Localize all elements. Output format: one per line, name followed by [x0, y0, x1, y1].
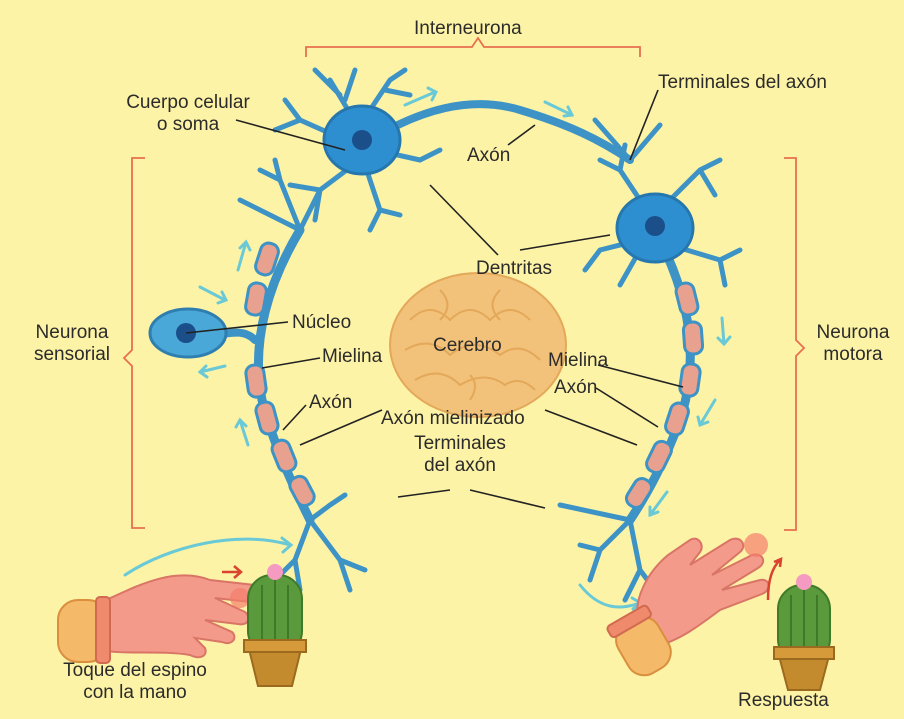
dentritas-label: Dentritas	[476, 258, 552, 280]
neurona-motora-line2: motora	[808, 344, 898, 366]
axon-top-label: Axón	[467, 145, 510, 167]
neurona-sensorial-label: Neurona sensorial	[22, 322, 122, 366]
toque-line2: con la mano	[40, 682, 230, 704]
neurona-sensorial-line2: sensorial	[22, 344, 122, 366]
neurona-motora-label: Neurona motora	[808, 322, 898, 366]
mielina-left-label: Mielina	[322, 346, 382, 368]
cuerpo-celular-line1: Cuerpo celular	[118, 92, 258, 114]
axon-mielinizado-label: Axón mielinizado	[381, 408, 525, 430]
respuesta-label: Respuesta	[738, 690, 829, 712]
cuerpo-celular-line2: o soma	[118, 114, 258, 136]
left-hand-icon	[58, 566, 260, 663]
terminales-axon-bottom-label: Terminales del axón	[405, 433, 515, 477]
nucleo-label: Núcleo	[292, 312, 351, 334]
neurona-motora-line1: Neurona	[808, 322, 898, 344]
toque-label: Toque del espino con la mano	[40, 660, 230, 704]
motora-bracket	[784, 158, 804, 530]
cerebro-label: Cerebro	[433, 335, 502, 357]
terminales-axon-bottom-line2: del axón	[405, 455, 515, 477]
axon-right-label: Axón	[554, 377, 597, 399]
interneurona-label: Interneurona	[414, 18, 522, 40]
sensorial-bracket	[124, 158, 145, 528]
terminales-axon-bottom-line1: Terminales	[405, 433, 515, 455]
cuerpo-celular-label: Cuerpo celular o soma	[118, 92, 258, 136]
neurona-sensorial-line1: Neurona	[22, 322, 122, 344]
right-cactus-icon	[774, 574, 834, 690]
mielina-right-label: Mielina	[548, 350, 608, 372]
right-hand-icon	[606, 533, 781, 682]
toque-line1: Toque del espino	[40, 660, 230, 682]
terminales-axon-top-label: Terminales del axón	[658, 72, 827, 94]
interneurona-bracket	[306, 38, 640, 57]
axon-left-label: Axón	[309, 392, 352, 414]
